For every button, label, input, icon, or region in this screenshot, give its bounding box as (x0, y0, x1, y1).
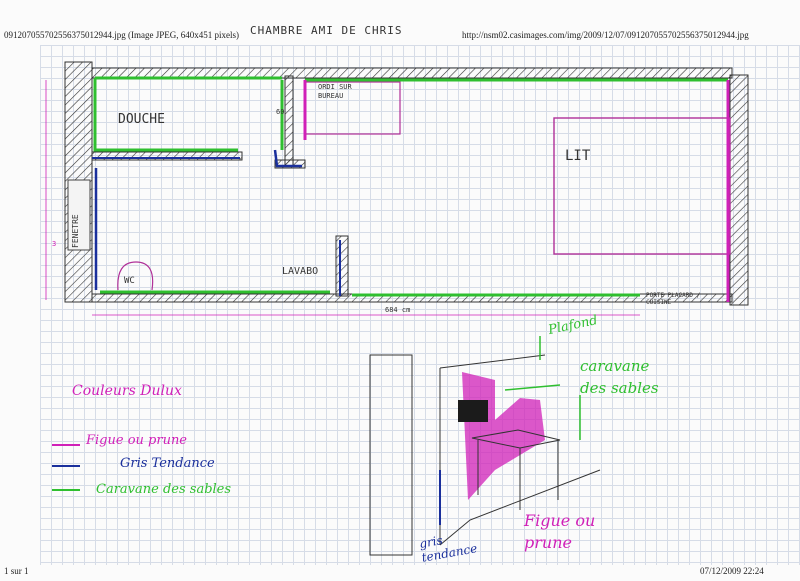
caravane-sketch-label: caravane des sables (580, 357, 659, 397)
shower-partition-vertical (284, 75, 294, 167)
door-sketch (369, 354, 413, 556)
wc-label: WC (124, 276, 135, 286)
niche-shape (458, 400, 488, 422)
graph-paper-grid (40, 45, 800, 565)
gris-partition (273, 149, 302, 168)
legend-gris: Gris Tendance (120, 456, 215, 471)
footer-page: 1 sur 1 (4, 566, 29, 576)
window-box (67, 179, 91, 251)
caravane-shower-line (93, 78, 238, 152)
image-filename: 091207055702556375012944.jpg (Image JPEG… (4, 30, 239, 40)
kitchen-label: PORTE PLACARD / CUISINE (646, 292, 701, 306)
figue-sketch-label: Figue ou prune (524, 511, 596, 552)
desk-label: ORDI SUR BUREAU (318, 83, 352, 100)
bed-outline (553, 117, 731, 255)
image-url: http://nsm02.casimages.com/img/2009/12/0… (462, 30, 749, 40)
caravane-arrow (504, 384, 561, 391)
figue-sketch-fill (462, 372, 545, 500)
bed-label: LIT (565, 148, 591, 164)
footer-datetime: 07/12/2009 22:24 (700, 566, 764, 576)
legend-figue: Figue ou prune (86, 433, 188, 448)
sketch-ceiling-line (439, 354, 546, 369)
desk-top (471, 429, 561, 449)
sketch-floor-line (439, 469, 601, 546)
window-label: FENETRE (71, 214, 80, 248)
top-wall (91, 67, 733, 79)
shower-partition-foot (274, 159, 306, 169)
handwritten-title: CHAMBRE AMI DE CHRIS (250, 24, 403, 37)
dimension-label: 684 cm (385, 306, 411, 314)
right-wall (729, 74, 749, 306)
shower-partition (91, 151, 243, 161)
shower-label: DOUCHE (118, 112, 165, 127)
washbasin-partition (335, 235, 349, 297)
washbasin-label: LAVABO (282, 266, 319, 277)
left-dimension: 3 (52, 240, 57, 248)
legend-caravane: Caravane des sables (96, 482, 232, 497)
legend-title: Couleurs Dulux (72, 383, 182, 399)
wc-shape (117, 261, 154, 291)
desk-dimension: 60 (276, 108, 285, 116)
